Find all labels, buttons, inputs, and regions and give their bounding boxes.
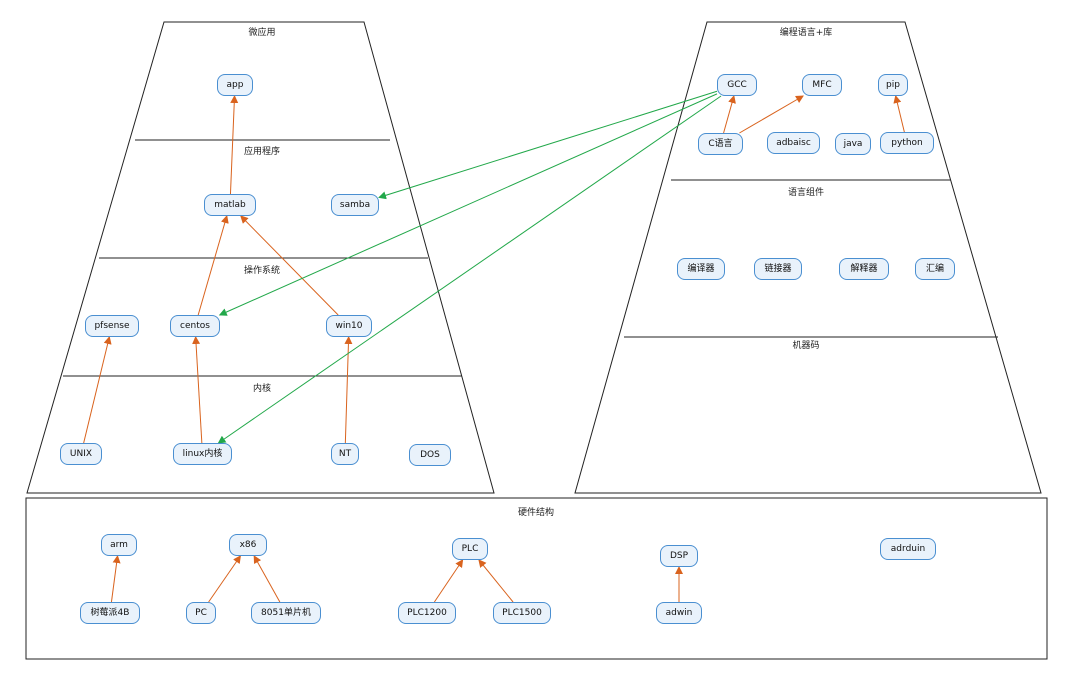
node-arm[interactable]: arm (101, 534, 137, 556)
edge-linux-kernel-to-centos (192, 336, 203, 444)
edge-mcu-8051-to-x86 (253, 555, 281, 603)
node-plc[interactable]: PLC (452, 538, 488, 560)
node-samba[interactable]: samba (331, 194, 379, 216)
edge-c-lang-to-mfc (739, 95, 804, 134)
software-stack-trapezoid: 微应用 应用程序 操作系统 内核 (26, 21, 495, 494)
node-8051-mcu[interactable]: 8051单片机 (251, 602, 321, 624)
node-assembly[interactable]: 汇编 (915, 258, 955, 280)
node-adbaisc[interactable]: adbaisc (767, 132, 820, 154)
software-stack-outline (26, 21, 495, 494)
node-nt[interactable]: NT (331, 443, 359, 465)
node-interpreter[interactable]: 解释器 (839, 258, 889, 280)
node-dsp[interactable]: DSP (660, 545, 698, 567)
node-java[interactable]: java (835, 133, 871, 155)
edge-plc1200-to-plc (433, 559, 464, 603)
edges-layer (83, 90, 905, 603)
node-mfc[interactable]: MFC (802, 74, 842, 96)
hardware-outline (25, 497, 1048, 660)
node-plc1200[interactable]: PLC1200 (398, 602, 456, 624)
node-gcc[interactable]: GCC (717, 74, 757, 96)
section-languages-libs: 编程语言+库 (780, 26, 833, 38)
node-dos[interactable]: DOS (409, 444, 451, 466)
language-stack-outline (574, 21, 1042, 494)
edge-matlab-to-app (229, 95, 239, 195)
node-centos[interactable]: centos (170, 315, 220, 337)
edge-gcc-to-centos (218, 93, 718, 316)
node-adwin[interactable]: adwin (656, 602, 702, 624)
edge-centos-to-matlab (197, 215, 229, 316)
edge-unix-to-pfsense (83, 336, 112, 444)
edge-gcc-to-linux-kernel (217, 95, 722, 444)
section-kernel: 内核 (253, 382, 271, 394)
node-pip[interactable]: pip (878, 74, 908, 96)
node-unix[interactable]: UNIX (60, 443, 102, 465)
edge-c-lang-to-gcc (723, 95, 736, 134)
section-hardware: 硬件结构 (518, 506, 554, 518)
node-adrduin[interactable]: adrduin (880, 538, 936, 560)
node-pc[interactable]: PC (186, 602, 216, 624)
language-stack-trapezoid: 编程语言+库 语言组件 机器码 (574, 21, 1042, 494)
node-raspberry-pi[interactable]: 树莓派4B (80, 602, 140, 624)
node-python[interactable]: python (880, 132, 934, 154)
edge-gcc-to-samba (378, 90, 718, 200)
node-win10[interactable]: win10 (326, 315, 372, 337)
section-machine-code: 机器码 (792, 339, 819, 351)
node-app[interactable]: app (217, 74, 253, 96)
section-applications: 应用程序 (244, 145, 280, 157)
edge-win10-to-matlab (240, 215, 339, 316)
section-operating-systems: 操作系统 (244, 264, 280, 276)
edge-plc1500-to-plc (478, 559, 514, 603)
edge-pc-to-x86 (208, 555, 241, 603)
edge-python-to-pip (893, 95, 905, 133)
node-linker[interactable]: 链接器 (754, 258, 802, 280)
node-x86[interactable]: x86 (229, 534, 267, 556)
hardware-box: 硬件结构 (25, 497, 1048, 660)
edge-raspberry-pi-to-arm (110, 555, 121, 603)
section-micro-apps: 微应用 (248, 26, 275, 38)
section-language-components: 语言组件 (788, 186, 824, 198)
node-matlab[interactable]: matlab (204, 194, 256, 216)
node-plc1500[interactable]: PLC1500 (493, 602, 551, 624)
node-pfsense[interactable]: pfsense (85, 315, 139, 337)
node-linux-kernel[interactable]: linux内核 (173, 443, 232, 465)
node-compiler[interactable]: 编译器 (677, 258, 725, 280)
node-c-lang[interactable]: C语言 (698, 133, 743, 155)
edge-nt-to-win10 (344, 336, 353, 444)
